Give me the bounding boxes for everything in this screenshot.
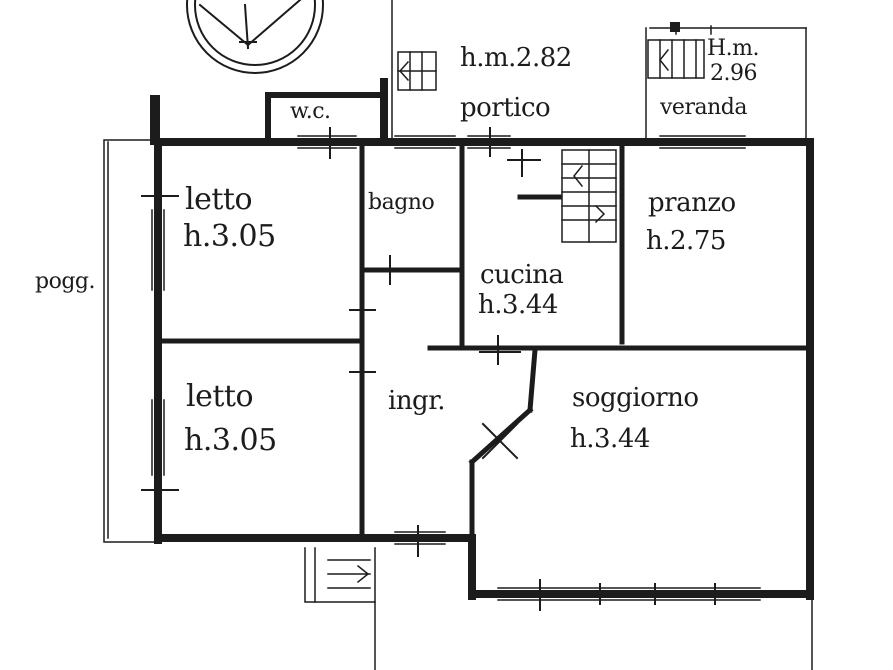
opening-ticks bbox=[141, 127, 716, 611]
stairs-internal bbox=[561, 149, 617, 243]
dining-name: pranzo bbox=[648, 188, 736, 218]
stairs-entrance bbox=[304, 547, 813, 670]
stairs-porch bbox=[397, 51, 437, 91]
corner-markers bbox=[150, 22, 680, 145]
bedroom-bottom-name: letto bbox=[186, 379, 254, 414]
balcony-label: pogg. bbox=[35, 269, 96, 294]
kitchen-height: h.3.44 bbox=[478, 290, 558, 320]
compass-rose bbox=[186, 0, 324, 74]
balcony-outline bbox=[103, 139, 157, 543]
veranda-height-prefix: H.m. bbox=[707, 36, 760, 61]
bedroom-top-name: letto bbox=[185, 182, 253, 217]
dining-height: h.2.75 bbox=[646, 226, 726, 256]
veranda-height-value: 2.96 bbox=[710, 61, 757, 86]
entrance-label: ingr. bbox=[388, 386, 446, 416]
bathroom-label: bagno bbox=[368, 190, 435, 215]
bedroom-top-height: h.3.05 bbox=[183, 219, 276, 254]
stairs-veranda bbox=[647, 23, 712, 79]
porch-name-label: portico bbox=[460, 93, 551, 123]
wc-label: w.c. bbox=[290, 99, 331, 124]
living-name: soggiorno bbox=[572, 383, 699, 413]
veranda-name-label: veranda bbox=[660, 95, 747, 120]
porch-height-label: h.m.2.82 bbox=[460, 43, 572, 73]
bedroom-bottom-height: h.3.05 bbox=[184, 423, 277, 458]
living-height: h.3.44 bbox=[570, 424, 650, 454]
kitchen-name: cucina bbox=[480, 260, 564, 290]
